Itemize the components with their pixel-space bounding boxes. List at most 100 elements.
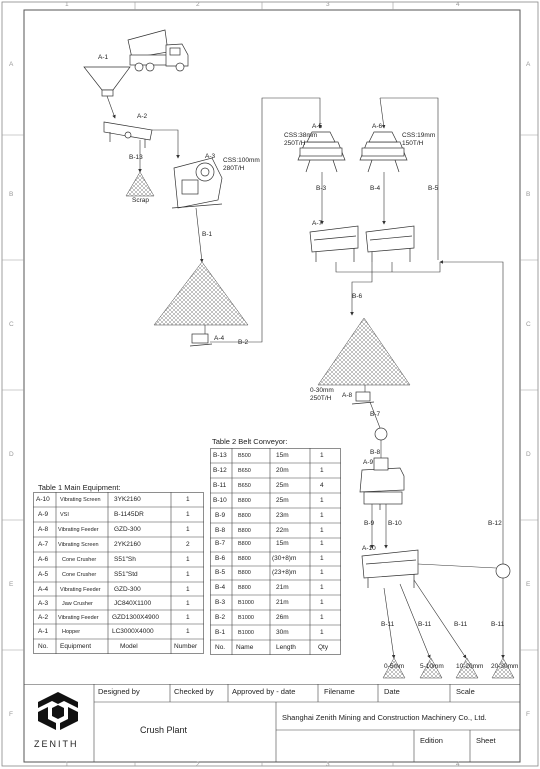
designed-by-label: Designed by	[98, 687, 140, 696]
table-cell: B800	[238, 585, 251, 591]
table-cell: A-10	[36, 496, 50, 503]
table-cell: 1	[320, 467, 324, 474]
table-cell: GZD-300	[114, 526, 141, 533]
belt-label: B-6	[352, 293, 363, 300]
table-cell: 1	[320, 555, 324, 562]
table-cell: B500	[238, 453, 251, 459]
table-cell: B-4	[215, 584, 226, 591]
belt-label: B-11	[381, 621, 395, 628]
transfer-point	[495, 563, 511, 579]
table-cell: 1	[320, 584, 324, 591]
product-label: 5-10mm	[420, 663, 444, 670]
scrap-label: Scrap	[132, 197, 149, 204]
table-cell: 1	[320, 452, 324, 459]
table-cell: 4	[320, 482, 324, 489]
equipment-label: A-9	[363, 459, 374, 466]
table-cell: B-1	[215, 629, 226, 636]
equipment-label: A-2	[137, 113, 148, 120]
cone-crusher-icon	[297, 131, 346, 173]
table-cell: B1000	[238, 600, 254, 606]
stockpile	[317, 317, 411, 386]
product-label: 10-20mm	[456, 663, 484, 670]
table-cell: B-12	[213, 467, 227, 474]
zone-letter-right: D	[526, 451, 531, 458]
zone-number-top: 4	[456, 1, 460, 8]
belt-label: B-11	[491, 621, 505, 628]
table-cell: B1000	[238, 615, 254, 621]
table-cell: 1	[320, 599, 324, 606]
equipment-label: A-10	[362, 545, 376, 552]
table-cell: B-3	[215, 599, 226, 606]
table-cell: B-13	[213, 452, 227, 459]
drawing-title: Crush Plant	[140, 725, 188, 735]
equipment-label: A-7	[312, 220, 323, 227]
zone-letter-right: E	[526, 581, 531, 588]
css-annotation: CSS:38mm	[284, 132, 318, 139]
checked-by-label: Checked by	[174, 687, 214, 696]
table-cell: (30+8)m	[272, 555, 297, 562]
vibrating-screen-icon	[361, 549, 419, 588]
hopper-icon	[83, 66, 131, 97]
table-cell: 1	[186, 556, 190, 563]
table-header: Qty	[318, 644, 329, 651]
belt-label: B-4	[370, 185, 381, 192]
zone-letter-right: A	[526, 61, 531, 68]
product-pile	[382, 657, 406, 679]
belt-label: B-2	[238, 339, 249, 346]
product-label: 20-30mm	[491, 663, 519, 670]
vibrating-feeder-icon	[189, 333, 213, 347]
table-cell: B800	[238, 528, 251, 534]
table-cell: 1	[320, 614, 324, 621]
table-cell: Vibrating Feeder	[58, 527, 99, 533]
table-cell: 15m	[276, 452, 289, 459]
table2-title: Table 2 Belt Conveyor:	[212, 437, 288, 446]
table1-title: Table 1 Main Equipment:	[38, 483, 121, 492]
product-pile	[491, 657, 515, 679]
zone-number-top: 2	[196, 1, 200, 8]
table2-grid	[210, 448, 341, 655]
table-cell: 1	[186, 526, 190, 533]
table-cell: 21m	[276, 599, 289, 606]
table-cell: A-1	[38, 628, 49, 635]
capacity-annotation: 150T/H	[402, 140, 424, 147]
table-cell: B-10	[213, 497, 227, 504]
belt-label: B-8	[370, 449, 381, 456]
table-cell: 1	[186, 496, 190, 503]
zone-letter-right: F	[526, 711, 530, 718]
zone-number-bottom: 3	[326, 761, 330, 768]
zone-number-bottom: 1	[65, 761, 69, 768]
logo-wordmark: ZENITH	[34, 739, 79, 749]
table-cell: 1	[320, 540, 324, 547]
table-cell: 1	[320, 629, 324, 636]
filename-label: Filename	[324, 687, 355, 696]
table-cell: S51"Std	[114, 571, 138, 578]
table-cell: A-2	[38, 614, 49, 621]
table-cell: 1	[186, 628, 190, 635]
table-cell: 1	[320, 512, 324, 519]
table-header: Name	[236, 644, 254, 651]
zone-number-bottom: 4	[456, 761, 460, 768]
title-block-grid	[24, 684, 520, 762]
table-cell: S51"Sh	[114, 556, 136, 563]
zone-letter-right: B	[526, 191, 531, 198]
size-annotation: 0-30mm	[310, 387, 334, 394]
table-cell: (23+8)m	[272, 569, 297, 576]
belt-label: B-9	[364, 520, 375, 527]
belt-label: B-1	[202, 231, 213, 238]
css-annotation: CSS:100mm	[223, 157, 260, 164]
equipment-label: A-5	[312, 123, 323, 130]
table-header: Length	[276, 644, 296, 651]
table-cell: 1	[186, 600, 190, 607]
table-cell: B800	[238, 541, 251, 547]
product-pile	[455, 657, 479, 679]
product-label: 0-5mm	[384, 663, 405, 670]
table-cell: VSI	[60, 512, 69, 518]
table-cell: B-11	[213, 482, 227, 489]
vsi-crusher-icon	[359, 457, 405, 510]
equipment-label: A-3	[205, 153, 216, 160]
table-header: Number	[174, 643, 198, 650]
table-cell: Hopper	[62, 629, 81, 635]
table-cell: Vibrating Screen	[58, 542, 99, 548]
table-cell: B800	[238, 570, 251, 576]
table-cell: B650	[238, 468, 251, 474]
